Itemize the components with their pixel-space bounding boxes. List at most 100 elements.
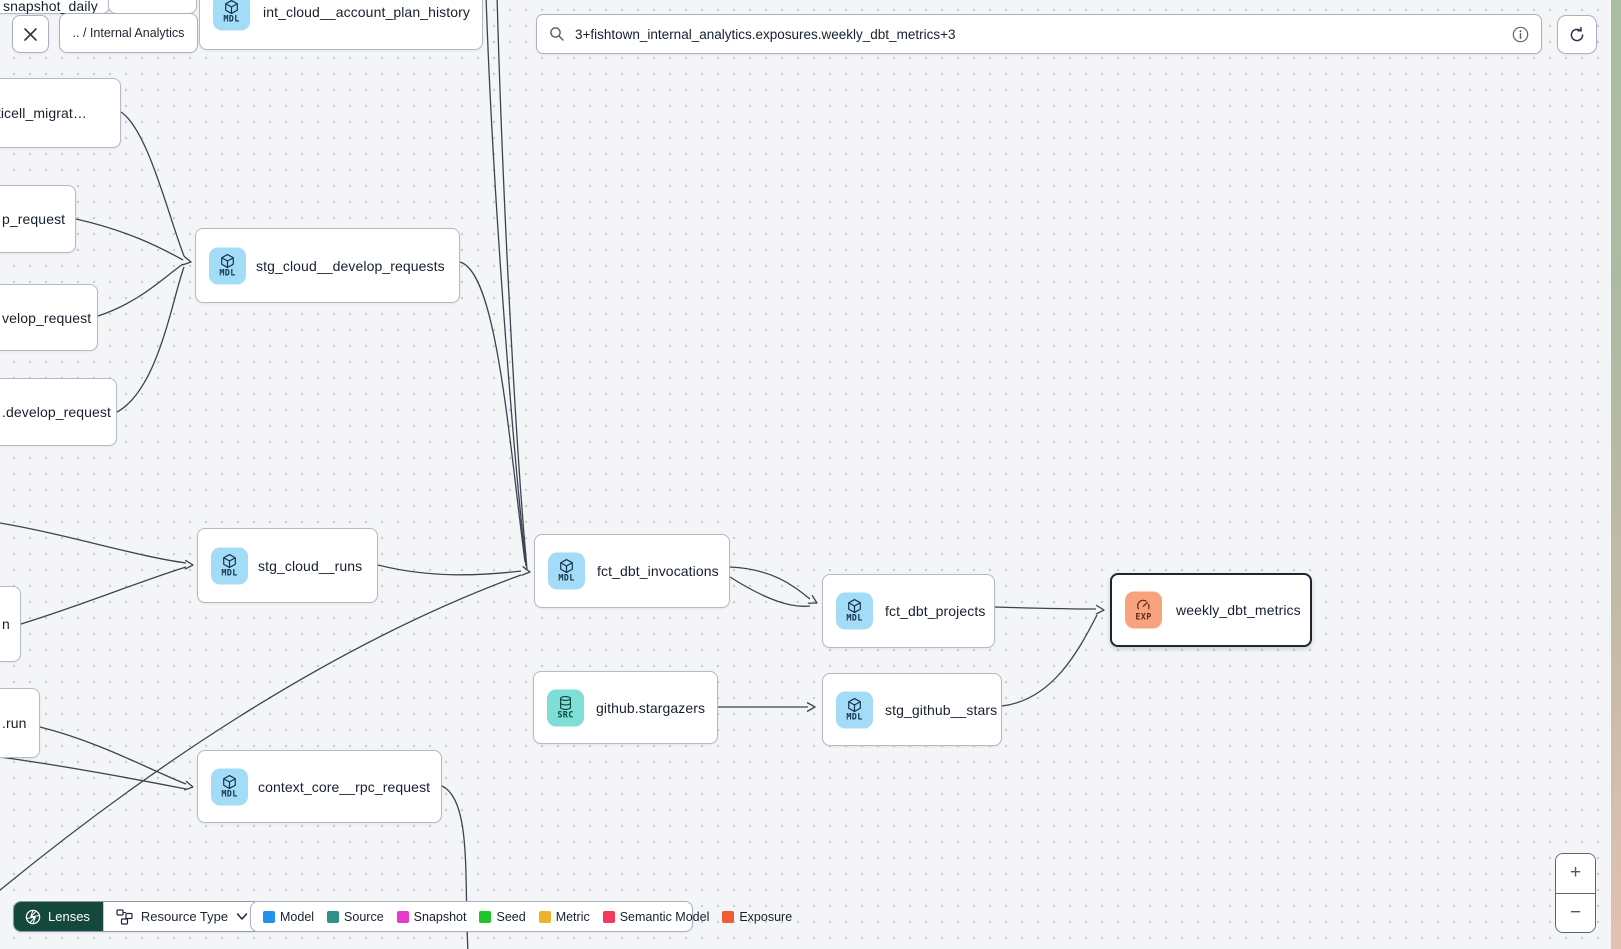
graph-node[interactable] <box>108 0 197 14</box>
legend-label: Exposure <box>739 909 793 924</box>
node-label: n <box>2 616 10 632</box>
graph-node[interactable]: MDL fct_dbt_invocations <box>534 534 730 608</box>
lineage-edge <box>377 564 522 576</box>
node-label: weekly_dbt_metrics <box>1176 602 1301 618</box>
lineage-edge <box>459 261 526 563</box>
graph-node[interactable]: MDL stg_github__stars <box>822 673 1002 746</box>
graph-node[interactable]: p_request <box>0 185 76 253</box>
legend-item: Snapshot <box>396 910 466 924</box>
badge-label: MDL <box>558 573 575 584</box>
legend-swatch <box>538 910 551 923</box>
badge-label: MDL <box>221 568 238 579</box>
node-label: stg_github__stars <box>885 701 998 718</box>
model-badge: MDL <box>213 0 250 31</box>
node-label: stg_cloud__develop_requests <box>256 257 445 274</box>
model-badge: MDL <box>548 552 585 590</box>
legend-swatch <box>396 910 409 923</box>
exposure-badge: EXP <box>1125 591 1162 629</box>
lineage-edge <box>729 566 811 600</box>
graph-node[interactable]: multicell_migrat… <box>0 78 121 148</box>
lineage-edge <box>120 111 185 257</box>
close-button[interactable] <box>12 15 49 53</box>
resource-type-dropdown[interactable]: Resource Type <box>102 902 261 931</box>
search-bar[interactable] <box>536 14 1542 54</box>
node-label: multicell_migrat… <box>0 105 87 121</box>
lineage-edge <box>994 606 1097 610</box>
graph-node[interactable]: n <box>0 586 21 662</box>
badge-label: MDL <box>219 268 236 279</box>
search-icon <box>550 27 564 41</box>
graph-node[interactable]: .develop_request <box>0 378 117 446</box>
model-badge: MDL <box>211 768 248 805</box>
node-label: .develop_request <box>2 404 112 420</box>
lineage-edge <box>97 263 184 317</box>
graph-node[interactable]: EXP weekly_dbt_metrics <box>1110 573 1312 647</box>
legend-item: Metric <box>538 909 590 924</box>
graph-node[interactable]: MDL context_core__rpc_request <box>197 750 442 823</box>
edge-arrowhead-icon <box>807 594 818 604</box>
zoom-out-button[interactable]: − <box>1556 893 1595 932</box>
lineage-edge <box>485 0 527 567</box>
badge-label: MDL <box>223 14 240 25</box>
legend-swatch <box>722 910 735 923</box>
lineage-edge <box>0 574 522 891</box>
legend-swatch <box>263 910 275 923</box>
legend-label: Seed <box>496 909 526 924</box>
lenses-label: Lenses <box>48 909 90 924</box>
search-input[interactable] <box>575 26 1512 42</box>
graph-node[interactable]: snapshot_daily <box>0 0 110 14</box>
lineage-edge <box>496 0 528 570</box>
legend-label: Model <box>280 909 315 924</box>
edge-arrowhead-icon <box>1095 604 1105 615</box>
legend-item: Model <box>263 910 314 924</box>
graph-node[interactable]: .run <box>0 688 40 758</box>
legend-swatch <box>327 910 340 923</box>
wallpaper-edge <box>1611 0 1621 949</box>
source-badge: SRC <box>547 689 584 726</box>
node-label: velop_request <box>2 309 92 326</box>
legend-label: Metric <box>555 909 590 924</box>
model-badge: MDL <box>211 547 248 584</box>
info-icon[interactable] <box>1512 26 1529 43</box>
badge-label: MDL <box>846 712 863 723</box>
node-label: .run <box>2 715 27 731</box>
breadcrumb[interactable]: .. / Internal Analytics <box>59 13 198 53</box>
resource-type-legend: Model Source Snapshot Seed Metric Semantic Mo… <box>250 901 792 932</box>
graph-node[interactable]: MDL stg_cloud__develop_requests <box>195 228 460 303</box>
plus-icon: + <box>1569 862 1582 884</box>
edge-arrowhead-icon <box>806 701 816 713</box>
node-label: fct_dbt_invocations <box>597 563 719 579</box>
graph-node[interactable]: velop_request <box>0 284 98 351</box>
chevron-down-icon <box>236 913 248 920</box>
node-label: context_core__rpc_request <box>258 778 431 795</box>
zoom-controls: + − <box>1555 853 1596 933</box>
resource-graph-icon <box>116 908 133 925</box>
node-label: snapshot_daily <box>3 0 98 14</box>
badge-label: SRC <box>557 710 574 721</box>
legend-item: Exposure <box>722 910 792 924</box>
badge-label: MDL <box>846 613 863 624</box>
edge-arrowhead-icon <box>521 565 531 576</box>
edge-arrowhead-icon <box>182 255 192 266</box>
model-badge: MDL <box>836 592 873 630</box>
zoom-in-button[interactable]: + <box>1556 854 1595 894</box>
legend-label: Source <box>344 909 384 924</box>
model-badge: MDL <box>209 247 246 284</box>
badge-label: EXP <box>1135 612 1152 623</box>
lineage-edge <box>20 566 187 625</box>
lenses-button[interactable]: Lenses <box>14 902 103 931</box>
legend-swatch <box>602 910 615 923</box>
refresh-button[interactable] <box>1557 15 1597 54</box>
lineage-edge <box>729 576 811 607</box>
legend-label: Semantic Model <box>619 909 710 924</box>
lineage-edge <box>75 218 184 261</box>
node-label: fct_dbt_projects <box>885 603 986 619</box>
graph-node[interactable]: MDL fct_dbt_projects <box>822 574 995 648</box>
resource-type-label: Resource Type <box>140 909 229 924</box>
refresh-icon <box>1570 26 1584 41</box>
lineage-edge <box>39 726 187 785</box>
